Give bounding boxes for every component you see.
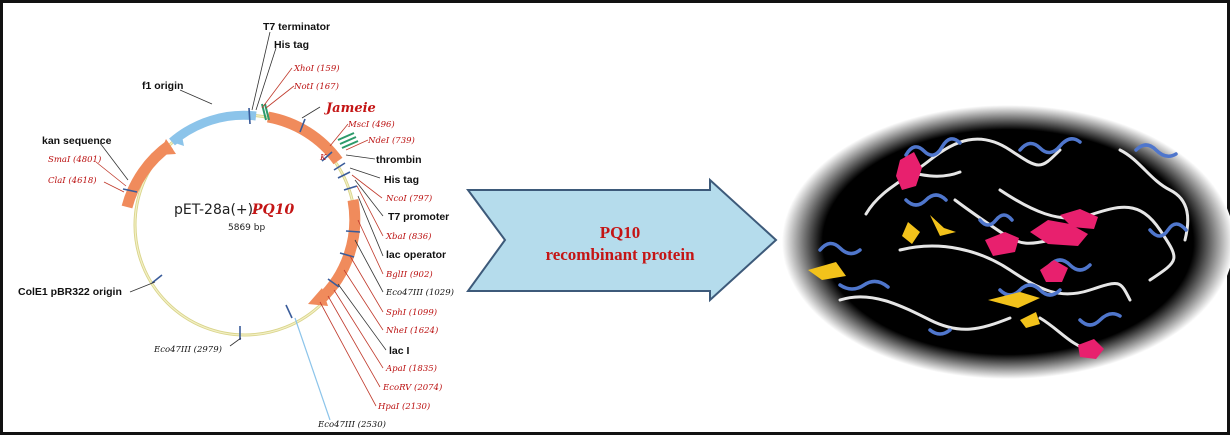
- label-leaders: [95, 31, 387, 421]
- arrow-label-line1: PQ10: [600, 223, 641, 242]
- plasmid-insert-name: PQ10: [251, 202, 294, 218]
- arrow-label-line2: recombinant protein: [545, 245, 695, 264]
- site-xbai: XbaI (836): [385, 231, 431, 242]
- site-xhoi: XhoI (159): [293, 63, 340, 74]
- site-smai: SmaI (4801): [48, 154, 101, 165]
- site-noti: NotI (167): [293, 81, 339, 92]
- laci-orf-arc: [316, 199, 361, 305]
- site-ncoi: NcoI (797): [385, 193, 432, 204]
- label-f1-origin: f1 origin: [142, 80, 183, 92]
- protein-structure: [782, 105, 1230, 379]
- plasmid-name: pET-28a(+)-: [174, 202, 258, 218]
- label-t7-terminator: T7 terminator: [263, 21, 330, 33]
- arrow-shape: [466, 177, 778, 303]
- process-arrow: PQ10 recombinant protein: [466, 177, 778, 303]
- protein-loops: [838, 137, 1190, 352]
- label-his-tag-top: His tag: [274, 39, 309, 51]
- site-eco47iii-2979: Eco47III (2979): [153, 344, 222, 355]
- site-hpai: HpaI (2130): [377, 401, 430, 412]
- f1-origin-arc: [169, 110, 257, 146]
- site-eco47iii-2530: Eco47III (2530): [317, 419, 386, 430]
- site-msci: MscI (496): [347, 119, 395, 130]
- label-thrombin: thrombin: [376, 154, 422, 166]
- plasmid-map: pET-28a(+)- PQ10 5869 bp T7 terminator H…: [18, 21, 454, 430]
- label-his-tag-mid: His tag: [384, 174, 419, 186]
- label-cole1-origin: ColE1 pBR322 origin: [18, 286, 122, 298]
- site-k: K: [319, 153, 327, 163]
- protein-sheets: [808, 215, 1040, 328]
- label-jameie-insert: Jameie: [323, 101, 376, 116]
- protein-coils: [818, 137, 1188, 336]
- site-eco47iii-1029: Eco47III (1029): [385, 287, 454, 298]
- site-clai: ClaI (4618): [48, 175, 97, 186]
- label-kan-sequence: kan sequence: [42, 135, 112, 147]
- insert-orf-arc: [266, 111, 343, 165]
- site-bglii: BglII (902): [385, 269, 433, 280]
- site-nhei: NheI (1624): [385, 325, 438, 336]
- label-t7-promoter: T7 promoter: [388, 211, 449, 223]
- site-sphi: SphI (1099): [386, 307, 437, 318]
- site-ticks: [122, 107, 361, 340]
- site-apai: ApaI (1835): [385, 363, 437, 374]
- label-lac-i: lac I: [389, 345, 410, 357]
- plasmid-size: 5869 bp: [228, 223, 265, 233]
- protein-helices: [896, 152, 1104, 359]
- label-lac-operator: lac operator: [386, 249, 446, 261]
- site-ndei: NdeI (739): [367, 135, 415, 146]
- site-ecorv: EcoRV (2074): [382, 382, 442, 393]
